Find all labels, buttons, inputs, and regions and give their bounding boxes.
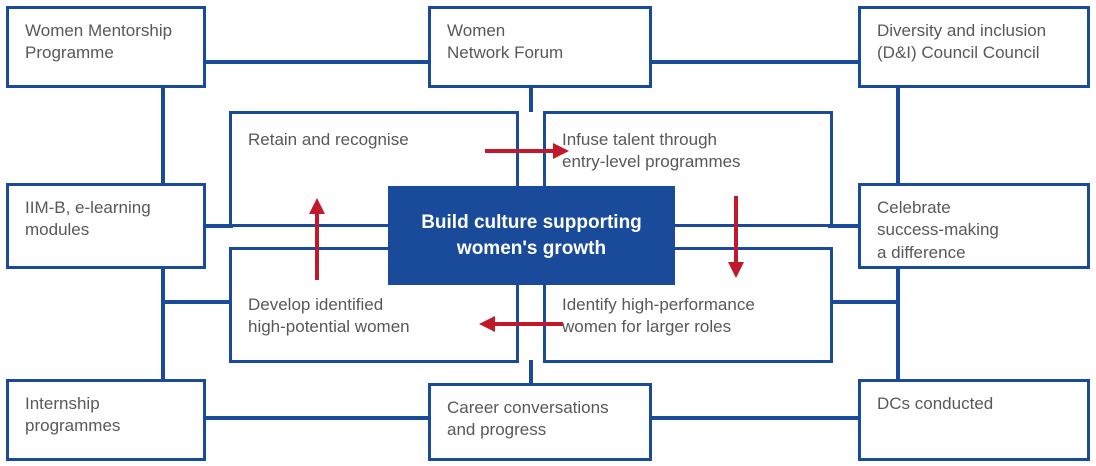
box-label: Women Network Forum (447, 21, 564, 63)
box-label: Identify high-performance women for larg… (562, 295, 755, 337)
box-retain-and-recognise[interactable]: Retain and recognise (229, 111, 519, 227)
arrow-develop-to-retain-icon (306, 196, 328, 280)
arrow-retain-to-infuse-icon (485, 140, 571, 162)
connector-middle-right-horizontal-lower (828, 300, 898, 304)
arrow-identify-to-develop-icon (477, 313, 563, 335)
box-dcs-conducted[interactable]: DCs conducted (858, 379, 1090, 461)
box-iimb-elearning-modules[interactable]: IIM-B, e-learning modules (6, 183, 206, 269)
center-box-label: Build culture supporting women's growth (421, 211, 642, 259)
box-label: IIM-B, e-learning modules (25, 198, 151, 240)
connector-right-spine-lower (896, 266, 900, 382)
box-women-mentorship-programme[interactable]: Women Mentorship Programme (6, 6, 206, 88)
box-label: DCs conducted (877, 394, 994, 413)
connector-bottom-right-horizontal (649, 416, 899, 420)
connector-top-left-horizontal (163, 60, 431, 64)
box-label: Celebrate success-making a difference (877, 198, 999, 262)
box-label: Career conversations and progress (447, 398, 609, 440)
connector-bottom-left-horizontal (163, 416, 431, 420)
center-box-build-culture[interactable]: Build culture supporting women's growth (388, 186, 675, 285)
box-label: Infuse talent through entry-level progra… (562, 130, 741, 172)
box-career-conversations[interactable]: Career conversations and progress (428, 383, 652, 461)
box-label: Retain and recognise (248, 130, 409, 149)
box-label: Women Mentorship Programme (25, 21, 173, 63)
box-label: Diversity and inclusion (D&I) Council Co… (877, 21, 1047, 63)
box-women-network-forum[interactable]: Women Network Forum (428, 6, 652, 88)
box-label: Internship programmes (25, 394, 121, 436)
connector-top-right-horizontal (649, 60, 899, 64)
connector-left-spine-upper (161, 86, 165, 186)
box-celebrate-success[interactable]: Celebrate success-making a difference (858, 183, 1090, 269)
connector-left-spine-lower (161, 266, 165, 382)
connector-middle-left-horizontal-lower (163, 300, 233, 304)
box-label: Develop identified high-potential women (248, 295, 410, 337)
connector-career-up (529, 360, 533, 384)
connector-right-spine-upper (896, 86, 900, 186)
box-identify-high-performance[interactable]: Identify high-performance women for larg… (543, 247, 833, 363)
box-di-council[interactable]: Diversity and inclusion (D&I) Council Co… (858, 6, 1090, 88)
box-internship-programmes[interactable]: Internship programmes (6, 379, 206, 461)
arrow-infuse-to-identify-icon (725, 196, 747, 280)
connector-network-forum-down (529, 86, 533, 112)
